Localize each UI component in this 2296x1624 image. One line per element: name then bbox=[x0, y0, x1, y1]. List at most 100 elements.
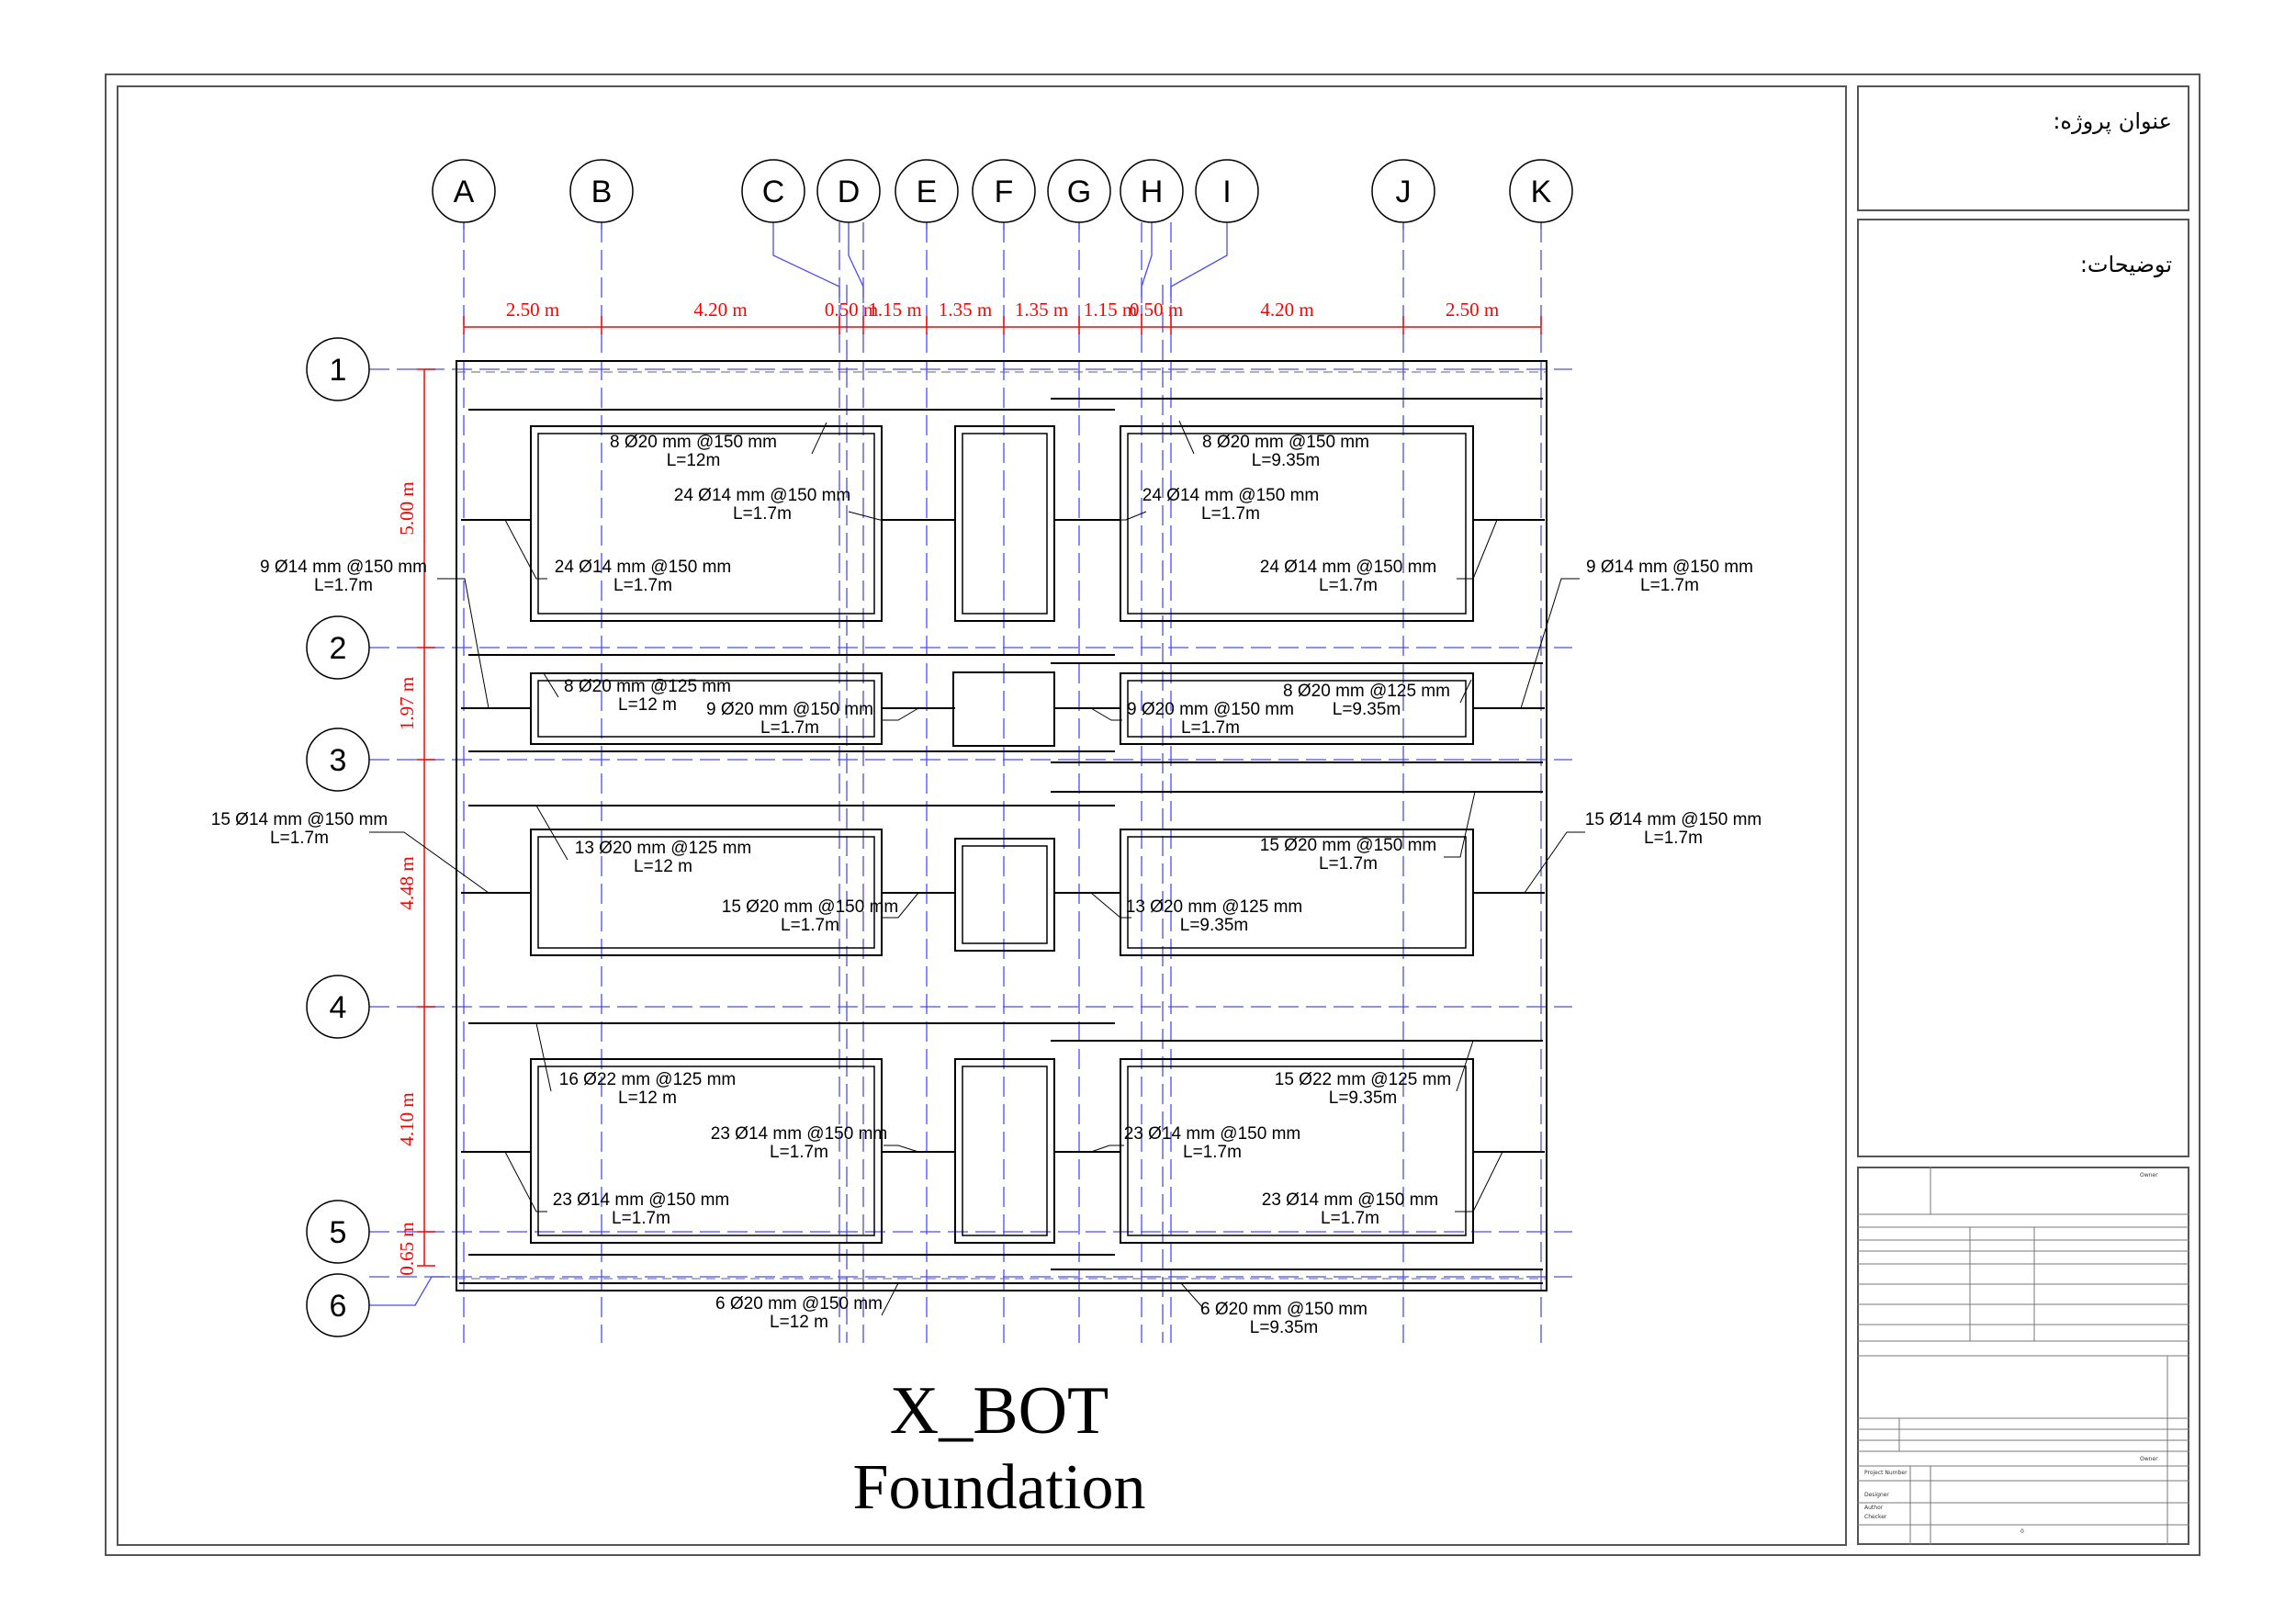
grid-label-row-3: 3 bbox=[330, 743, 347, 778]
rebar-length-18: L=12 m bbox=[618, 1088, 677, 1108]
project-title-box bbox=[1857, 85, 2189, 211]
drawing-title: X_BOT bbox=[890, 1373, 1109, 1449]
rebar-label-15: 13 Ø20 mm @125 mm bbox=[1126, 897, 1302, 917]
grid-kink-C bbox=[772, 222, 840, 303]
grid-label-row-4: 4 bbox=[330, 990, 347, 1025]
dim-col-spacing-8: 4.20 m bbox=[1260, 299, 1313, 321]
rebar-length-17: L=1.7m bbox=[1644, 829, 1703, 848]
dim-row-spacing-1: 1.97 m bbox=[396, 677, 418, 730]
rebar-label-23: 23 Ø14 mm @150 mm bbox=[1262, 1190, 1438, 1210]
rebar-label-0: 8 Ø20 mm @150 mm bbox=[610, 433, 777, 452]
grid-label-row-6: 6 bbox=[330, 1289, 347, 1324]
leader-16 bbox=[1444, 791, 1476, 858]
dim-row-spacing-4: 0.65 m bbox=[396, 1222, 418, 1275]
rebar-label-10: 9 Ø20 mm @150 mm bbox=[1127, 700, 1294, 719]
rebar-label-8: 8 Ø20 mm @125 mm bbox=[564, 677, 731, 696]
rebar-length-6: L=1.7m bbox=[1319, 576, 1378, 595]
sheet-number: 0 bbox=[2020, 1528, 2024, 1535]
leader-4 bbox=[1178, 420, 1195, 455]
grid-label-A: A bbox=[454, 175, 475, 209]
dim-col-spacing-3: 1.15 m bbox=[868, 299, 921, 321]
footing-inner-7 bbox=[1127, 1066, 1467, 1236]
owner-value-2: Owner bbox=[2140, 1456, 2158, 1462]
leader-23 bbox=[1455, 1151, 1503, 1212]
grid-label-K: K bbox=[1531, 175, 1552, 209]
grid-label-F: F bbox=[995, 175, 1014, 209]
rebar-length-21: L=9.35m bbox=[1329, 1088, 1397, 1108]
rebar-label-16: 15 Ø20 mm @150 mm bbox=[1260, 836, 1436, 855]
grid-label-G: G bbox=[1067, 175, 1091, 209]
leader-20 bbox=[1090, 1145, 1124, 1153]
grid-bubble-row-6 bbox=[306, 1273, 370, 1337]
leader-14 bbox=[882, 892, 919, 919]
grid-bubble-row-2 bbox=[306, 615, 370, 680]
rebar-label-1: 24 Ø14 mm @150 mm bbox=[674, 486, 850, 505]
dim-col-spacing-5: 1.35 m bbox=[1015, 299, 1068, 321]
rebar-length-7: L=1.7m bbox=[1640, 576, 1699, 595]
rebar-label-9: 9 Ø20 mm @150 mm bbox=[706, 700, 873, 719]
grid-bubble-row-4 bbox=[306, 975, 370, 1039]
rebar-length-16: L=1.7m bbox=[1319, 854, 1378, 874]
grid-bubble-E bbox=[895, 159, 959, 223]
grid-label-I: I bbox=[1222, 175, 1231, 209]
rebar-label-19: 23 Ø14 mm @150 mm bbox=[711, 1124, 887, 1144]
rebar-length-2: L=1.7m bbox=[314, 576, 373, 595]
outer-frame bbox=[105, 73, 2200, 1556]
rebar-label-2: 9 Ø14 mm @150 mm bbox=[260, 558, 427, 577]
dim-col-spacing-2: 0.50 m bbox=[825, 299, 878, 321]
rebar-length-20: L=1.7m bbox=[1183, 1143, 1242, 1162]
leader-24 bbox=[881, 1282, 899, 1316]
rebar-label-17: 15 Ø14 mm @150 mm bbox=[1585, 810, 1761, 829]
grid-kink-I bbox=[1170, 222, 1228, 303]
grid-bubble-F bbox=[972, 159, 1036, 223]
grid-label-E: E bbox=[917, 175, 938, 209]
rebar-label-7: 9 Ø14 mm @150 mm bbox=[1586, 558, 1753, 577]
grid-bubble-H bbox=[1120, 159, 1184, 223]
grid-bubble-J bbox=[1371, 159, 1435, 223]
foundation-slab-outline bbox=[456, 360, 1548, 1291]
grid-bubble-B bbox=[569, 159, 634, 223]
footing-inner-0 bbox=[537, 433, 875, 615]
drawing-frame bbox=[117, 85, 1847, 1546]
leader-13 bbox=[535, 805, 568, 861]
footing-inner-5 bbox=[1127, 836, 1467, 949]
leader-6 bbox=[1457, 519, 1498, 580]
rebar-length-25: L=9.35m bbox=[1250, 1318, 1318, 1337]
rebar-label-21: 15 Ø22 mm @125 mm bbox=[1275, 1070, 1451, 1089]
leader-12 bbox=[369, 831, 490, 894]
grid-label-row-5: 5 bbox=[330, 1215, 347, 1250]
leader-lines bbox=[369, 420, 1585, 1316]
grid-bubble-D bbox=[816, 159, 881, 223]
dim-row-spacing-2: 4.48 m bbox=[396, 856, 418, 909]
footing-inner-2 bbox=[537, 680, 875, 738]
rebar-label-12: 15 Ø14 mm @150 mm bbox=[211, 810, 388, 829]
author-row: Author bbox=[1864, 1505, 1884, 1511]
rebar-label-13: 13 Ø20 mm @125 mm bbox=[575, 839, 751, 858]
rebar-length-22: L=1.7m bbox=[612, 1209, 670, 1228]
rebar-label-18: 16 Ø22 mm @125 mm bbox=[559, 1070, 736, 1089]
designer-row: Designer bbox=[1864, 1492, 1889, 1498]
leader-0 bbox=[811, 422, 827, 455]
footing-inner-10 bbox=[962, 1066, 1048, 1236]
footing-inner-1 bbox=[1127, 433, 1467, 615]
drawing-subtitle: Foundation bbox=[853, 1452, 1146, 1523]
grid-bubble-row-3 bbox=[306, 727, 370, 792]
rebar-label-22: 23 Ø14 mm @150 mm bbox=[553, 1190, 729, 1210]
rebar-length-1: L=1.7m bbox=[733, 504, 792, 524]
grid-bubble-row-5 bbox=[306, 1200, 370, 1264]
leader-21 bbox=[1456, 1040, 1474, 1092]
leader-22 bbox=[504, 1151, 547, 1212]
grid-bubble-G bbox=[1047, 159, 1111, 223]
grid-lines bbox=[369, 222, 1572, 1343]
rebar-length-12: L=1.7m bbox=[270, 829, 329, 848]
leader-15 bbox=[1090, 892, 1131, 919]
leader-5 bbox=[1054, 511, 1147, 521]
project-number-row: Project Number bbox=[1864, 1470, 1908, 1476]
grid-label-J: J bbox=[1396, 175, 1412, 209]
rebar-label-3: 24 Ø14 mm @150 mm bbox=[555, 558, 731, 577]
grid-label-H: H bbox=[1141, 175, 1164, 209]
grid-label-D: D bbox=[838, 175, 861, 209]
